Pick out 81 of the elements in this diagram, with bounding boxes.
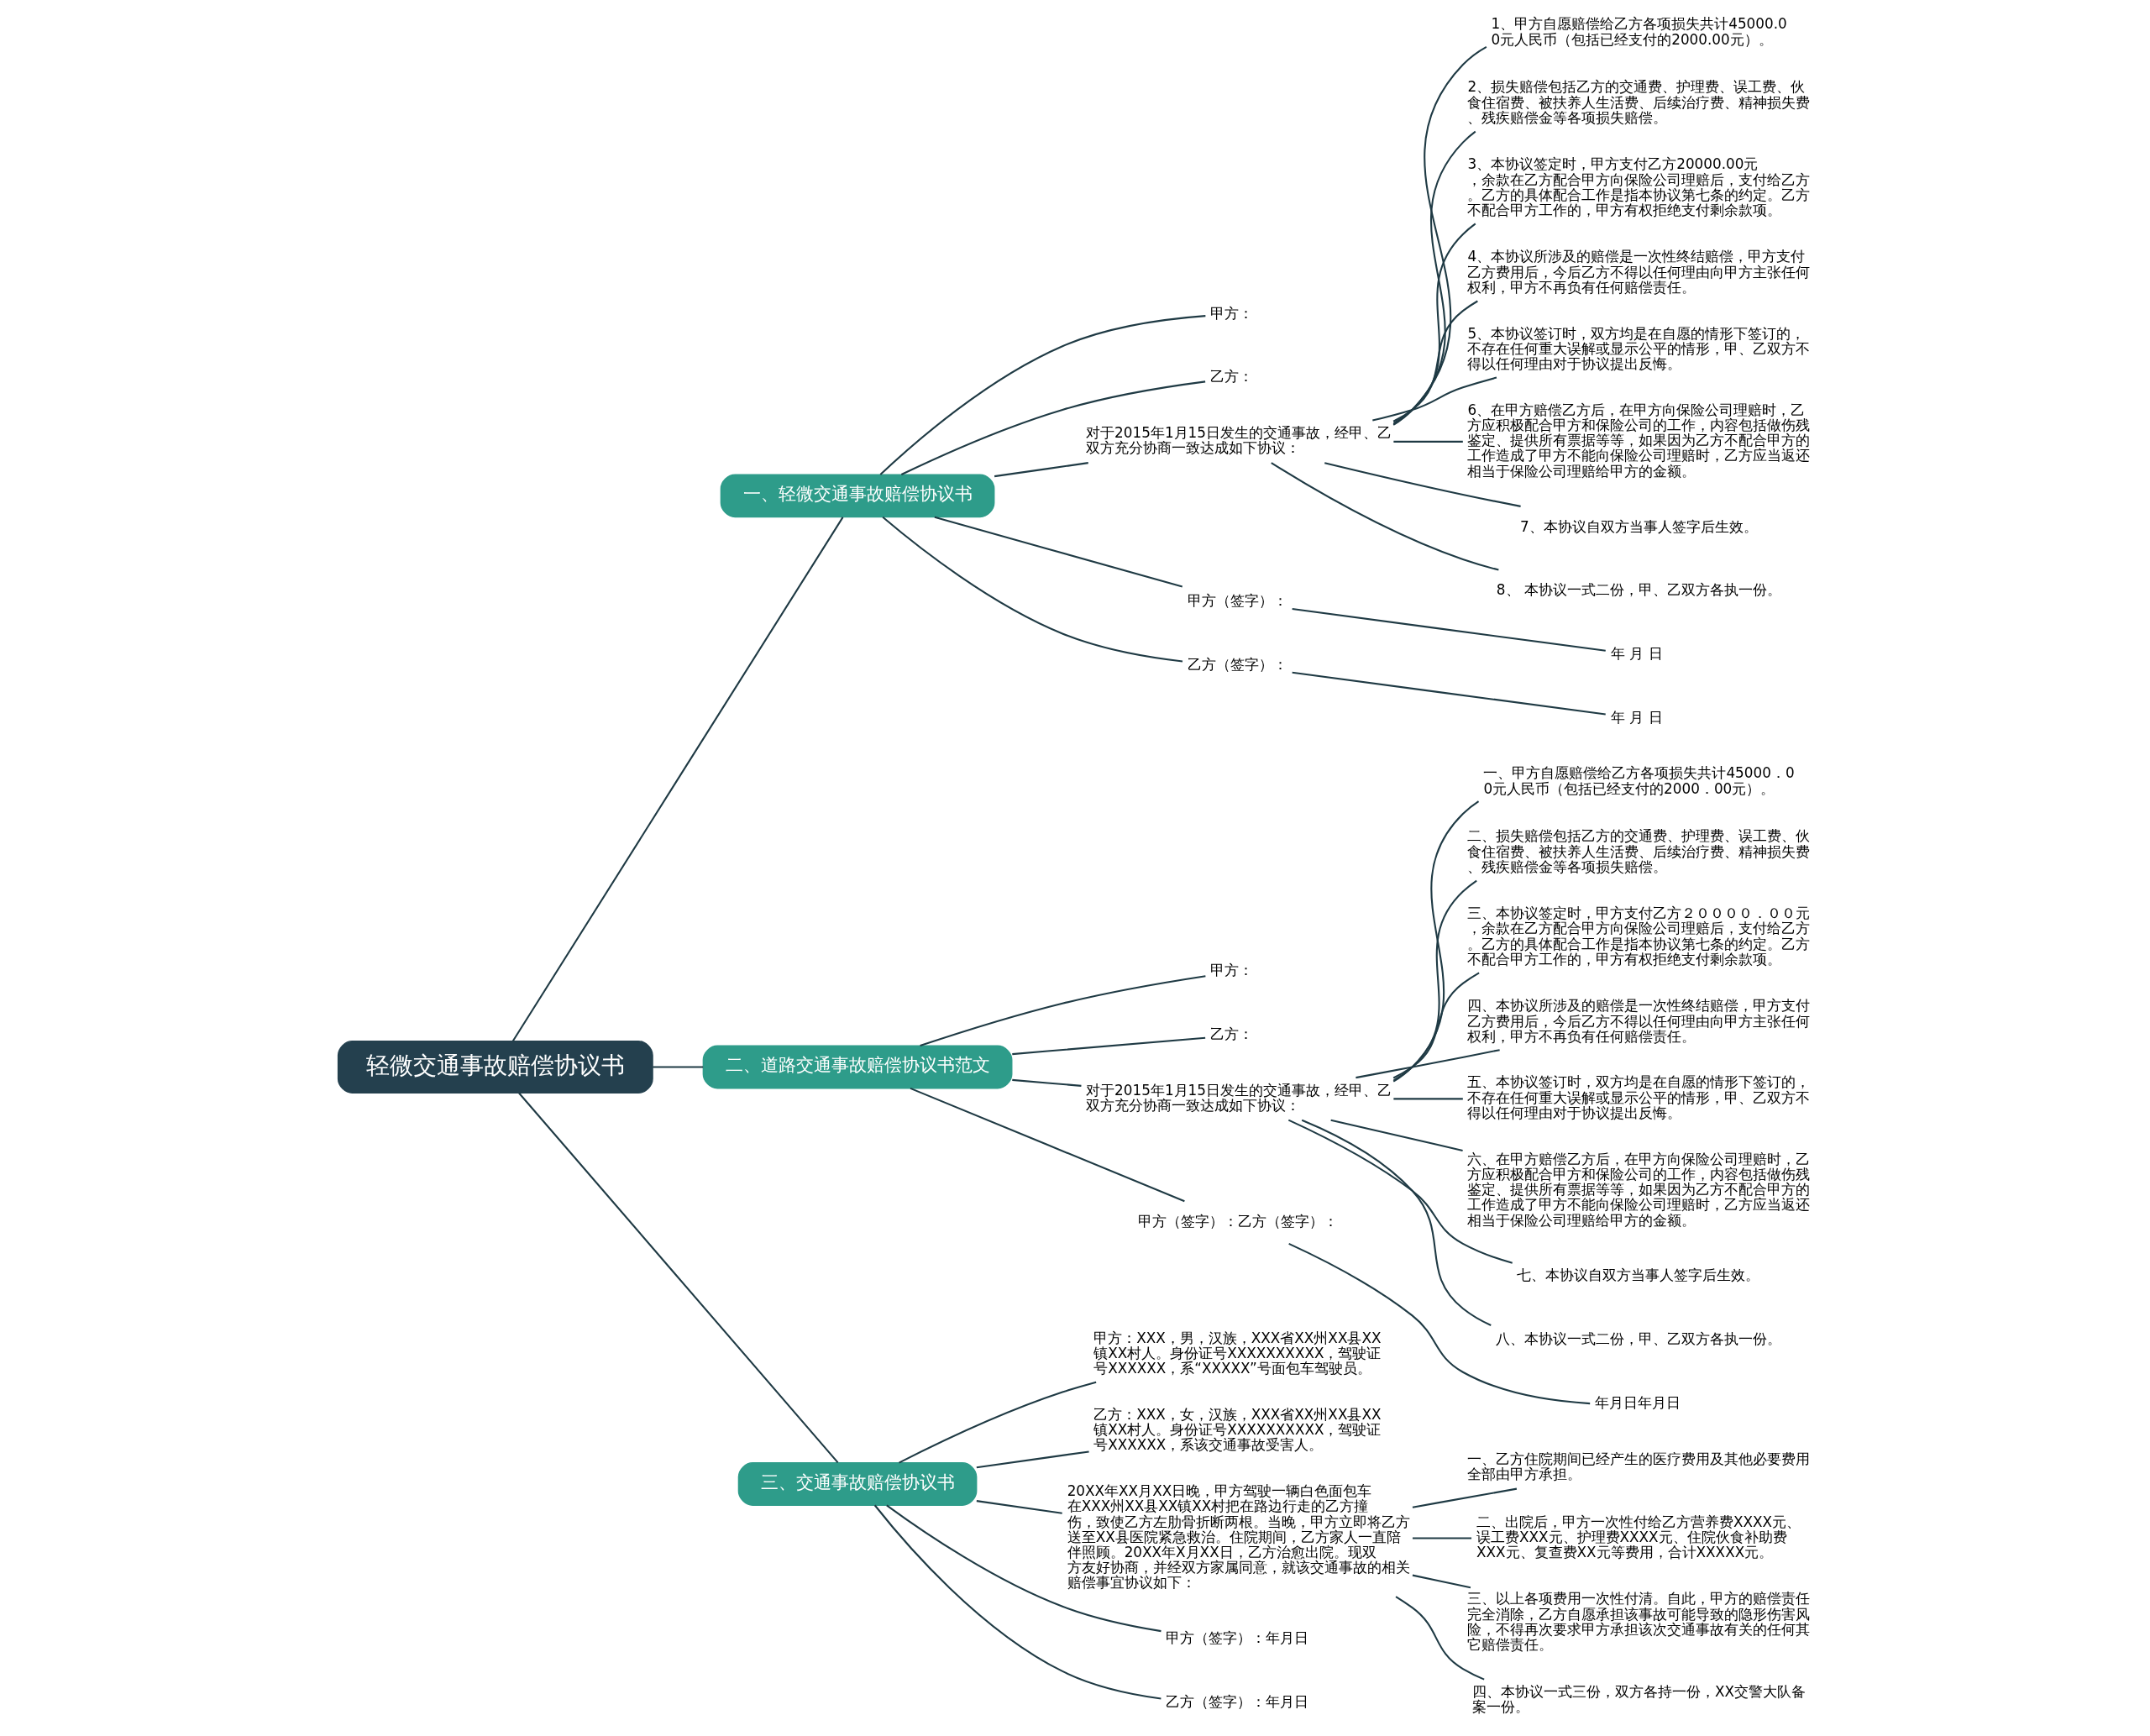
connector [873,1504,1162,1700]
connector [1395,1596,1485,1681]
connector [900,380,1205,475]
node-text: 三、以上各项费用一次性付清。自此，甲方的赔偿责任完全消除，乙方自愿承担该事故可能导致的隐形伤害风险，不得再次要求甲方承担该次交通事故有关的任何其它赔偿责任。 [1466,1590,1810,1654]
connector [652,1066,703,1068]
connector [511,517,843,1042]
node-box: 二、道路交通事故赔偿协议书范文 [702,1045,1012,1089]
connector [1324,462,1521,507]
connector [1392,879,1477,1082]
connector [1392,800,1479,1083]
connector [1011,1078,1082,1087]
connector [1301,1119,1492,1326]
connector [934,516,1182,588]
node-text: 二、出院后，甲方一次性付给乙方营养费XXXX元、误工费XXX元、护理费XXXX元、住院伙食补助费XXX元、复查费XX元等费用，合计XXXXX元。 [1476,1513,1801,1561]
connector [1371,376,1497,422]
connector [1270,462,1499,571]
node-text: 7、本协议自双方当事人签字后生效。 [1519,517,1758,535]
node-text: 年 月 日 [1610,645,1663,663]
node-text: 六、在甲方赔偿乙方后，在甲方向保险公司理赔时，乙方应积极配合甲方和保险公司的工作，内容包括做伤残鉴定、提供所有票据等等，如果因为乙方不配合甲方的工作造成了甲方不能向保险公司理赔时，乙方应当返还相当于保险公司理赔给甲方的金额。 [1466,1150,1810,1229]
connector [910,1087,1185,1203]
node-text: 乙方： [1209,1025,1253,1042]
connector [994,462,1088,478]
node-text: 年月日年月日 [1594,1393,1681,1411]
node-text: 甲方： [1209,304,1253,322]
connector [1292,671,1606,716]
node-text: 4、本协议所涉及的赔偿是一次性终结赔偿，甲方支付乙方费用后，今后乙方不得以任何理由向甲方主张任何权利，甲方不再负有任何赔偿责任。 [1466,248,1810,296]
node-text: 甲方：XXX，男，汉族，XXX省XX州XX县XX镇XX村人。身份证号XXXXXXXXXX，驾驶证号XXXXXX，系“XXXXX”号面包车驾驶员。 [1093,1329,1381,1377]
node-text: 一、乙方住院期间已经产生的医疗费用及其他必要费用全部由甲方承担。 [1466,1450,1810,1482]
node-text: 年 月 日 [1610,708,1663,726]
connector [898,1381,1096,1464]
connector [1011,1036,1205,1056]
connector [881,516,1182,663]
node-box: 三、交通事故赔偿协议书 [737,1462,977,1506]
connector [1392,46,1487,426]
connector [976,1450,1089,1469]
connector [1287,1119,1513,1264]
node-text: 三、本协议签定时，甲方支付乙方２００００．００元，余款在乙方配合甲方向保险公司理赔后，支付给乙方。乙方的具体配合工作是指本协议第七条的约定。乙方不配合甲方工作的，甲方有权拒绝支付剩余款项。 [1466,905,1810,968]
node-text: 2、损失赔偿包括乙方的交通费、护理费、误工费、伙食住宿费、被扶养人生活费、后续治疗费、精神损失费、残疾赔偿金等各项损失赔偿。 [1466,78,1810,126]
connector [517,1092,838,1464]
connector [885,1504,1162,1633]
node-text: 五、本协议签订时，双方均是在自愿的情形下签订的，不存在任何重大误解或显示公平的情形，甲、乙双方不得以任何理由对于协议提出反悔。 [1466,1073,1810,1121]
node-text: 甲方（签字）：年月日 [1165,1629,1308,1647]
node-text: 甲方： [1209,962,1253,979]
node-text: 甲方（签字）： [1187,591,1287,609]
node-text: 乙方：XXX，女，汉族，XXX省XX州XX县XX镇XX村人。身份证号XXXXXXXXXX，驾驶证号XXXXXX，系该交通事故受害人。 [1093,1405,1381,1454]
connector [1392,440,1463,443]
connector [919,975,1206,1047]
node-text: 七、本协议自双方当事人签字后生效。 [1516,1267,1759,1284]
connector [1355,1049,1500,1079]
connector [1392,1098,1463,1100]
connector [1287,1242,1590,1405]
node-text: 四、本协议所涉及的赔偿是一次性终结赔偿，甲方支付乙方费用后，今后乙方不得以任何理由向甲方主张任何权利，甲方不再负有任何赔偿责任。 [1466,997,1810,1045]
node-text: 5、本协议签订时，双方均是在自愿的情形下签订的，不存在任何重大误解或显示公平的情形，甲、乙双方不得以任何理由对于协议提出反悔。 [1466,324,1810,373]
node-text: 二、损失赔偿包括乙方的交通费、护理费、误工费、伙食住宿费、被扶养人生活费、后续治疗费、精神损失费、残疾赔偿金等各项损失赔偿。 [1466,827,1810,875]
node-text: 20XX年XX月XX日晚，甲方驾驶一辆白色面包车在XXX州XX县XX镇XX村把在路边行走的乙方撞伤，致使乙方左肋骨折断两根。当晚，甲方立即将乙方送至XX县医院紧急救治。住院期间，乙方家人一直陪伴照顾。20XX年X月XX日，乙方治愈出院。现双方友好协商，并经双方家属同意，就该交通事故的相关赔偿事宜协议如下： [1067,1482,1410,1592]
node-text: 四、本协议一式三份，双方各持一份，XX交警大队备案一份。 [1471,1683,1806,1716]
node-text: 乙方（签字）：年月日 [1165,1693,1308,1711]
node-text: 6、在甲方赔偿乙方后，在甲方向保险公司理赔时，乙方应积极配合甲方和保险公司的工作，内容包括做伤残鉴定、提供所有票据等等，如果因为乙方不配合甲方的工作造成了甲方不能向保险公司理赔时，乙方应当返还相当于保险公司理赔给甲方的金额。 [1466,401,1810,480]
node-text: 乙方： [1209,368,1253,385]
node-box: 一、轻微交通事故赔偿协议书 [720,474,994,518]
connector [1412,1574,1471,1589]
node-text: 乙方（签字）： [1187,655,1287,673]
node-text: 八、本协议一式二份，甲、乙双方各执一份。 [1495,1330,1781,1348]
node-text: 对于2015年1月15日发生的交通事故，经甲、乙双方充分协商一致达成如下协议： [1085,1081,1392,1114]
connector [1412,1537,1471,1539]
node-box: 轻微交通事故赔偿协议书 [337,1040,653,1094]
connector [1329,1119,1463,1151]
node-text: 一、甲方自愿赔偿给乙方各项损失共计45000．00元人民币（包括已经支付的2000．00元）。 [1482,764,1795,797]
connector [1292,608,1606,652]
node-text: 甲方（签字）：乙方（签字）： [1137,1212,1338,1230]
node-text: 对于2015年1月15日发生的交通事故，经甲、乙双方充分协商一致达成如下协议： [1085,424,1392,457]
node-text: 8、 本协议一式二份，甲、乙双方各执一份。 [1496,581,1781,599]
node-text: 3、本协议签定时，甲方支付乙方20000.00元，余款在乙方配合甲方向保险公司理赔后，支付给乙方。乙方的具体配合工作是指本协议第七条的约定。乙方不配合甲方工作的，甲方有权拒绝支付剩余款项。 [1466,155,1810,219]
node-text: 1、甲方自愿赔偿给乙方各项损失共计45000.00元人民币（包括已经支付的2000.00元）。 [1491,15,1787,48]
connector [1392,300,1478,422]
connector [879,315,1205,475]
connector [976,1500,1062,1514]
connector [1392,130,1476,426]
connector [1412,1487,1517,1508]
connector [1392,223,1476,424]
connector [1392,972,1480,1079]
